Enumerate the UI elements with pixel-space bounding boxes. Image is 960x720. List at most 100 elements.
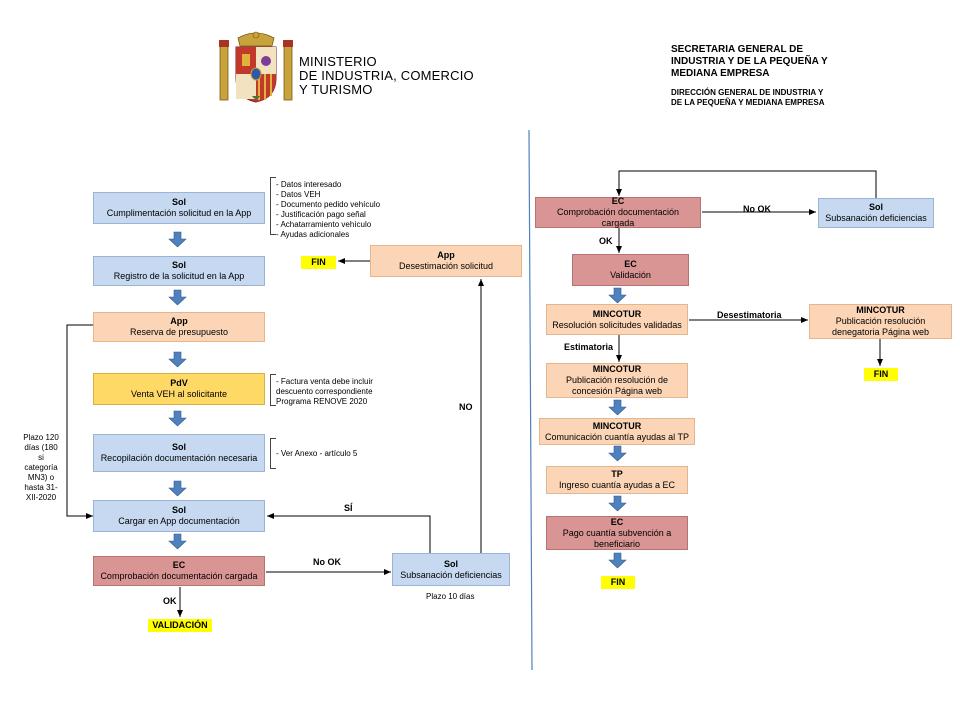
box-role: EC <box>610 516 624 527</box>
box-role: TP <box>611 469 623 479</box>
anexo-bracket <box>270 438 276 469</box>
flow-arrow <box>608 552 627 569</box>
box-text: Publicación resolución de concesión Pági… <box>565 375 669 396</box>
box-recopilacion: Sol Recopilación documentación necesaria <box>93 434 265 472</box>
flow-arrow <box>168 480 187 497</box>
note-item: Achatarramiento vehículo <box>276 220 416 230</box>
plazo-loop-line <box>66 324 94 519</box>
box-right-ingreso: TP Ingreso cuantía ayudas a EC <box>546 466 688 494</box>
si-line <box>267 513 431 553</box>
estimatoria-label: Estimatoria <box>564 342 614 352</box>
no-ok-label: No OK <box>313 557 341 567</box>
box-text: Subsanación deficiencias <box>400 569 502 580</box>
box-role: MINCOTUR <box>592 308 642 319</box>
ministry-line-2: DE INDUSTRIA, COMERCIO <box>299 68 474 83</box>
flow-arrow <box>608 399 627 416</box>
box-role: Sol <box>171 197 186 207</box>
note-item: Ver Anexo - artículo 5 <box>276 449 396 459</box>
box-role: App <box>437 250 455 260</box>
flow-arrow <box>168 231 187 248</box>
flow-arrow <box>168 533 187 550</box>
box-right-validacion: EC Validación <box>572 254 689 286</box>
box-text: Ingreso cuantía ayudas a EC <box>558 480 676 490</box>
plazo-120-note: Plazo 120 días (180 si categoría MN3) o … <box>23 433 59 502</box>
fin-tag: FIN <box>301 256 336 269</box>
datos-notes: Datos interesado Datos VEH Documento ped… <box>276 180 416 240</box>
note-item: Ayudas adicionales <box>276 230 416 240</box>
datos-bracket <box>270 177 276 235</box>
no-label: NO <box>459 402 473 412</box>
direccion-line-1: DIRECCIÓN GENERAL DE INDUSTRIA Y <box>671 88 824 97</box>
flow-arrow <box>168 410 187 427</box>
note-item: Documento pedido vehículo <box>276 200 416 210</box>
box-text: Cumplimentación solicitud en la App <box>106 208 252 218</box>
ok-label: OK <box>163 596 177 606</box>
box-subsanacion: Sol Subsanación deficiencias <box>392 553 510 586</box>
fin-denegatoria-tag: FIN <box>864 368 898 381</box>
box-text: Venta VEH al solicitante <box>130 389 228 399</box>
box-text: Recopilación documentación necesaria <box>100 453 258 463</box>
note-item: Justificación pago señal <box>276 210 416 220</box>
box-role: MINCOTUR <box>856 305 905 315</box>
box-role: Sol <box>171 442 186 452</box>
note-item: Datos VEH <box>276 190 416 200</box>
validacion-tag: VALIDACIÓN <box>148 619 212 632</box>
box-text: Publicación resolución denegatoria Págin… <box>831 316 930 337</box>
box-right-comunicacion: MINCOTUR Comunicación cuantía ayudas al … <box>539 418 695 445</box>
right-no-ok-label: No OK <box>743 204 771 214</box>
direccion-line-2: DE LA PEQUEÑA Y MEDIANA EMPRESA <box>671 98 825 107</box>
department-heading: SECRETARIA GENERAL DE INDUSTRIA Y DE LA … <box>671 44 828 108</box>
note-item: Factura venta debe incluir descuento cor… <box>276 377 394 407</box>
flow-arrow <box>168 351 187 368</box>
box-role: App <box>170 316 188 326</box>
fin-final-tag: FIN <box>601 576 635 589</box>
secretaria-line-1: SECRETARIA GENERAL DE <box>671 44 804 55</box>
flow-arrow <box>168 289 187 306</box>
box-text: Pago cuantía subvención a beneficiario <box>562 527 672 549</box>
box-desestimacion: App Desestimación solicitud <box>370 245 522 277</box>
flow-arrow <box>608 445 627 462</box>
box-right-subsanacion: Sol Subsanación deficiencias <box>818 198 934 228</box>
box-role: MINCOTUR <box>592 420 642 431</box>
box-right-comprobacion: EC Comprobación documentación cargada <box>535 196 701 228</box>
note-item: Datos interesado <box>276 180 416 190</box>
si-label: SÍ <box>344 503 353 513</box>
box-right-resolucion: MINCOTUR Resolución solicitudes validada… <box>546 304 688 335</box>
ministry-name: MINISTERIO DE INDUSTRIA, COMERCIO Y TURI… <box>299 55 474 97</box>
secretaria-line-2: INDUSTRIA Y DE LA PEQUEÑA Y <box>671 56 828 67</box>
flow-arrow <box>608 495 627 512</box>
box-text: Reserva de presupuesto <box>129 327 229 337</box>
desestimatoria-label: Desestimatoria <box>717 310 782 320</box>
box-role: EC <box>624 259 637 269</box>
right-ok-label: OK <box>599 236 613 246</box>
box-text: Comunicación cuantía ayudas al TP <box>545 431 689 442</box>
right-loop-line <box>616 170 877 198</box>
flow-arrow <box>608 287 627 304</box>
box-text: Cargar en App documentación <box>118 516 240 526</box>
column-divider <box>528 129 533 671</box>
box-text: Desestimación solicitud <box>398 261 494 271</box>
secretaria-line-3: MEDIANA EMPRESA <box>671 68 770 79</box>
box-role: PdV <box>170 378 188 388</box>
box-right-pub-denegatoria: MINCOTUR Publicación resolución denegato… <box>809 304 952 339</box>
box-comprobacion: EC Comprobación documentación cargada <box>93 556 265 586</box>
box-text: Comprobación documentación cargada <box>100 571 258 581</box>
box-text: Subsanación deficiencias <box>825 213 927 223</box>
box-text: Comprobación documentación cargada <box>556 207 680 228</box>
box-role: MINCOTUR <box>592 364 642 374</box>
coat-of-arms-logo <box>218 30 294 106</box>
ministry-line-3: Y TURISMO <box>299 82 373 97</box>
box-cargar: Sol Cargar en App documentación <box>93 500 265 532</box>
plazo-10-note: Plazo 10 días <box>426 592 475 601</box>
box-registro: Sol Registro de la solicitud en la App <box>93 256 265 286</box>
box-role: EC <box>172 560 186 570</box>
box-cumplimentacion: Sol Cumplimentación solicitud en la App <box>93 192 265 224</box>
box-text: Registro de la solicitud en la App <box>113 271 245 281</box>
box-role: Sol <box>171 260 186 270</box>
box-right-pago: EC Pago cuantía subvención a beneficiari… <box>546 516 688 550</box>
factura-bracket <box>270 374 276 406</box>
box-text: Validación <box>610 270 651 280</box>
box-right-pub-concesion: MINCOTUR Publicación resolución de conce… <box>546 363 688 398</box>
box-role: Sol <box>443 558 458 569</box>
